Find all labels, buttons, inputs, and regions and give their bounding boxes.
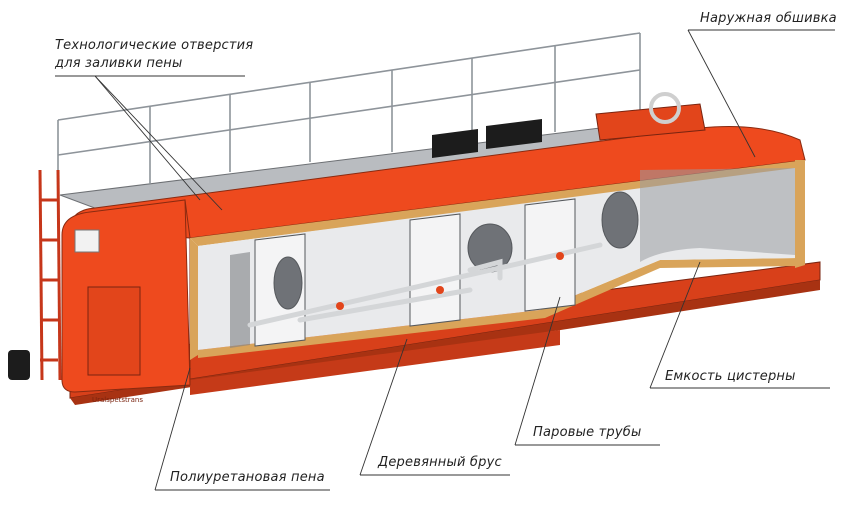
label-steam-pipes: Паровые трубы [533,425,642,440]
pipe-flanges [336,252,564,310]
chassis-frame [69,261,821,405]
brand-plate: Uralspetstrans [92,396,143,404]
label-foam-holes-line1: Технологические отверстия [55,38,254,53]
leader-lines [55,29,835,491]
label-outer-skin: Наружная обшивка [700,11,837,26]
label-foam-holes-line2: для заливки пены [55,56,183,71]
rear-details [8,169,141,381]
label-timber: Деревянный брус [378,455,502,470]
label-tank: Емкость цистерны [665,369,796,384]
label-foam: Полиуретановая пена [170,470,325,485]
steam-pipes [247,242,603,328]
top-boxes [432,92,706,158]
handrail [57,32,641,195]
